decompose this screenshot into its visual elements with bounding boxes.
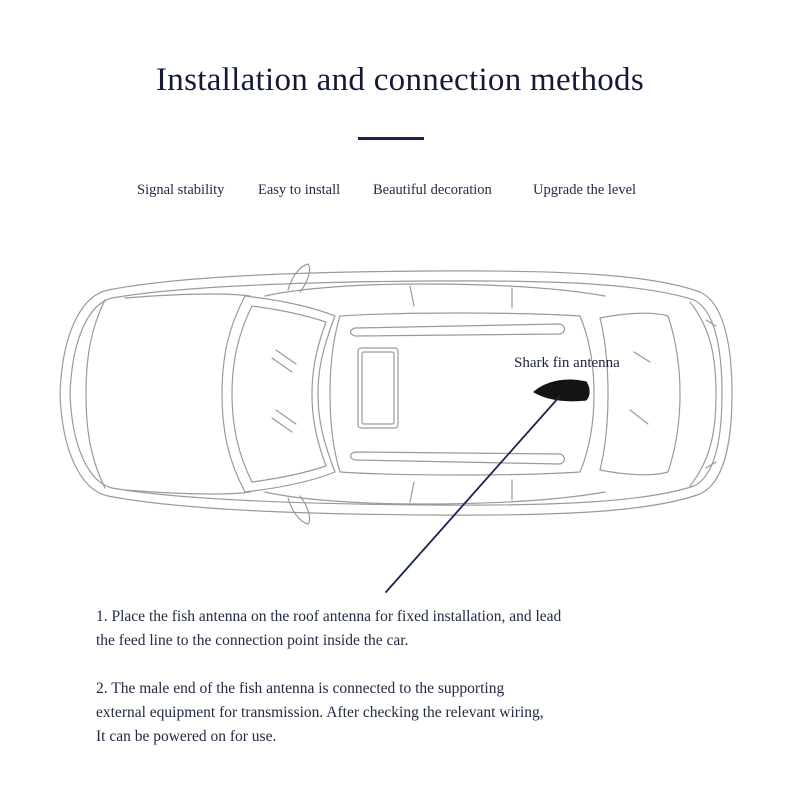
antenna-label: Shark fin antenna (514, 355, 620, 371)
step-text: external equipment for transmission. Aft… (96, 704, 544, 721)
title-underline (358, 137, 424, 140)
step-text: 2. The male end of the fish antenna is c… (96, 680, 505, 697)
step-text: the feed line to the connection point in… (96, 632, 409, 649)
installation-steps: 1. Place the fish antenna on the roof an… (96, 605, 716, 773)
step-item: 2. The male end of the fish antenna is c… (96, 677, 716, 749)
feature-item: Easy to install (258, 182, 341, 198)
shark-fin-antenna-icon (533, 379, 590, 402)
feature-item: Upgrade the level (533, 182, 637, 198)
step-text: 1. Place the fish antenna on the roof an… (96, 608, 562, 625)
step-text: It can be powered on for use. (96, 728, 277, 745)
antenna-pointer-line (385, 395, 561, 593)
feature-item: Beautiful decoration (373, 182, 492, 198)
page-title: Installation and connection methods (156, 62, 644, 98)
step-item: 1. Place the fish antenna on the roof an… (96, 605, 716, 653)
feature-item: Signal stability (137, 182, 225, 198)
